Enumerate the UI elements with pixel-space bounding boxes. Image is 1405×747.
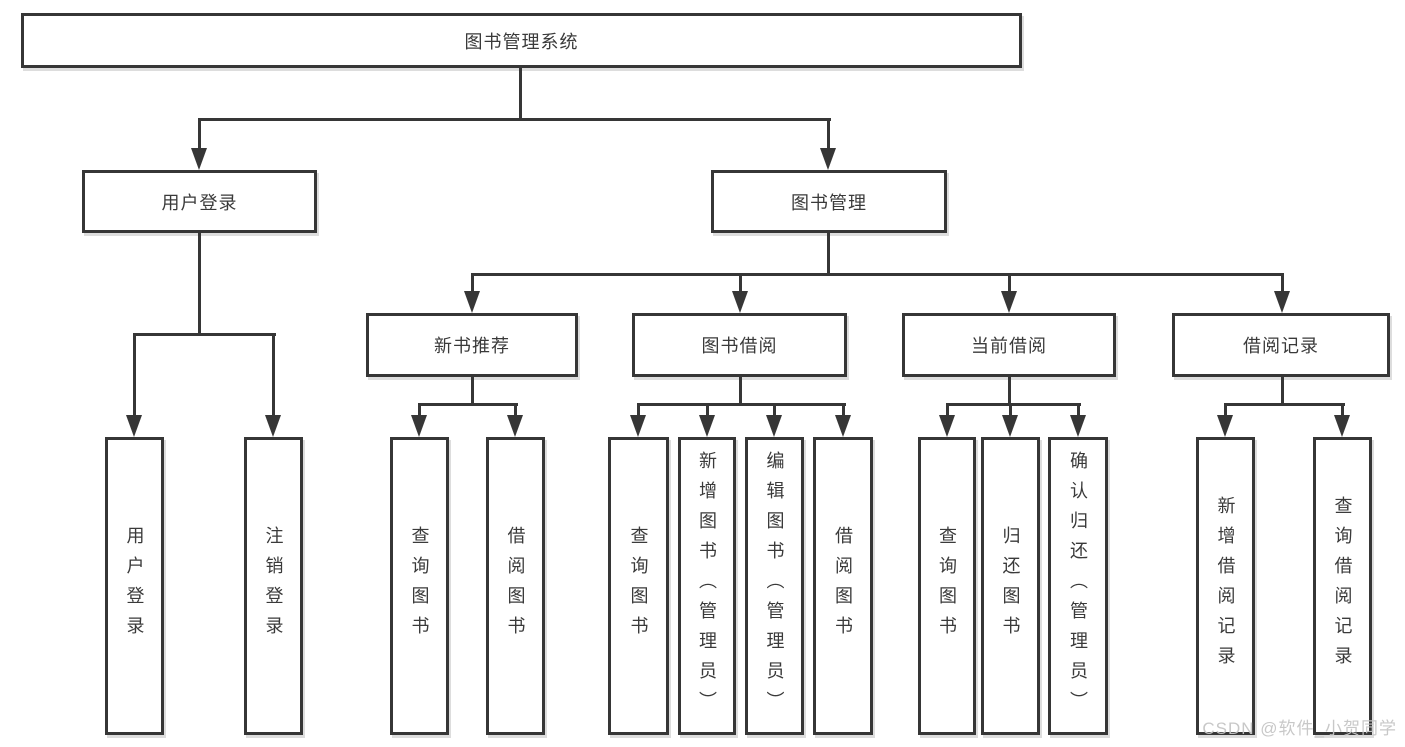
connector-line [198,233,201,336]
node-label: 查询借阅记录 [1332,496,1353,676]
connector-line [1281,377,1284,406]
arrow-down-icon [1002,415,1018,437]
arrow-down-icon [835,415,851,437]
arrow-down-icon [699,415,715,437]
connector-line [637,403,640,417]
connector-line [1224,403,1227,417]
node-label: 借阅图书 [833,526,853,646]
node-label: 当前借阅 [971,336,1047,356]
node-label: 图书管理系统 [464,31,579,52]
node-new-book-recommendation: 新书推荐 [366,313,578,377]
node-label: 借阅记录 [1243,336,1319,356]
node-label: 查询图书 [628,526,649,646]
arrow-down-icon [1070,415,1086,437]
connector-line [1341,403,1344,417]
node-label: 图书借阅 [701,336,778,356]
connector-line [198,118,831,121]
connector-line [471,273,474,295]
leaf-query-books-current: 查询图书 [918,437,976,735]
node-label: 新增借阅记录 [1215,496,1236,676]
node-label: 用户登录 [161,192,238,213]
node-label: 注销登录 [263,526,284,646]
node-label: 新增图书（管理员） [697,451,717,721]
connector-line [471,273,1284,276]
connector-line [133,333,276,336]
node-book-borrowing: 图书借阅 [632,313,847,377]
node-label: 归还图书 [1000,526,1021,646]
leaf-confirm-return-admin: 确认归还（管理员） [1048,437,1108,735]
arrow-down-icon [1334,415,1350,437]
connector-line [418,403,518,406]
arrow-down-icon [265,415,281,437]
node-label: 新书推荐 [434,336,510,356]
connector-line [773,403,776,417]
leaf-user-login: 用户登录 [105,437,164,735]
arrow-down-icon [191,148,207,170]
connector-line [1008,273,1011,295]
node-label: 查询图书 [937,526,957,646]
node-label: 借阅图书 [505,526,526,646]
connector-line [842,403,845,417]
arrow-down-icon [126,415,142,437]
connector-line [133,333,136,417]
node-book-management: 图书管理 [711,170,947,233]
leaf-query-borrow-record: 查询借阅记录 [1313,437,1372,735]
watermark: CSDN @软件_小贺同学 [1202,719,1397,738]
arrow-down-icon [1217,415,1233,437]
connector-line [1224,403,1345,406]
arrow-down-icon [820,148,836,170]
connector-line [198,118,201,151]
arrow-down-icon [1001,291,1017,313]
connector-line [1008,377,1011,406]
node-library-management-system: 图书管理系统 [21,13,1022,68]
arrow-down-icon [411,415,427,437]
connector-line [706,403,709,417]
connector-line [1077,403,1080,417]
connector-line [514,403,517,417]
arrow-down-icon [1274,291,1290,313]
connector-line [739,273,742,295]
leaf-query-books-recommend: 查询图书 [390,437,449,735]
node-user-login: 用户登录 [82,170,317,233]
connector-line [418,403,421,417]
arrow-down-icon [630,415,646,437]
connector-line [827,118,830,151]
node-label: 用户登录 [124,526,145,646]
leaf-add-borrow-record: 新增借阅记录 [1196,437,1255,735]
node-label: 确认归还（管理员） [1068,451,1088,721]
leaf-add-books-admin: 新增图书（管理员） [678,437,736,735]
connector-line [739,377,742,406]
connector-line [946,403,1081,406]
leaf-return-books: 归还图书 [981,437,1040,735]
arrow-down-icon [939,415,955,437]
leaf-borrow-books-recommend: 借阅图书 [486,437,545,735]
connector-line [637,403,846,406]
arrow-down-icon [464,291,480,313]
connector-line [827,233,830,276]
node-label: 查询图书 [409,526,430,646]
leaf-borrow-books-borrowing: 借阅图书 [813,437,873,735]
connector-line [272,333,275,417]
connector-line [519,67,522,121]
arrow-down-icon [507,415,523,437]
leaf-logout: 注销登录 [244,437,303,735]
node-label: 编辑图书（管理员） [764,451,785,721]
connector-line [1009,403,1012,417]
node-current-borrowing: 当前借阅 [902,313,1116,377]
arrow-down-icon [732,291,748,313]
node-borrowing-records: 借阅记录 [1172,313,1390,377]
leaf-query-books-borrowing: 查询图书 [608,437,669,735]
leaf-edit-books-admin: 编辑图书（管理员） [745,437,804,735]
connector-line [1281,273,1284,295]
connector-line [471,377,474,406]
connector-line [946,403,949,417]
arrow-down-icon [766,415,782,437]
node-label: 图书管理 [791,192,867,213]
